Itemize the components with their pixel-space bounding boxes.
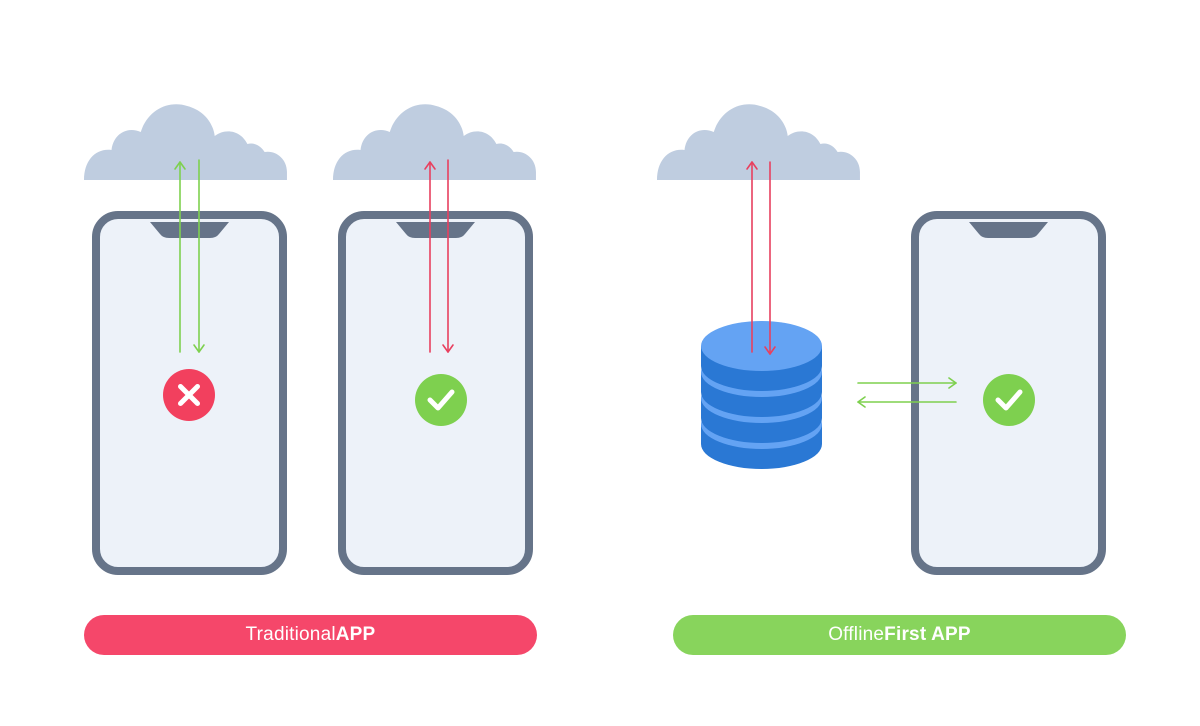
cloud-icon-3: [657, 104, 860, 180]
up-arrow-1: [174, 161, 186, 353]
offline-first-label-light: Offline: [828, 624, 885, 645]
offline-first-app-label: Offline First APP: [673, 615, 1126, 655]
close-icon: [163, 369, 215, 421]
sync-arrows-3: [746, 161, 776, 355]
sync-arrows-1: [174, 159, 205, 353]
down-arrow-1: [193, 159, 205, 353]
traditional-app-label: Traditional APP: [84, 615, 537, 655]
left-arrow: [857, 396, 957, 408]
offline-first-label-bold: First APP: [884, 624, 971, 645]
down-arrow-3: [764, 161, 776, 355]
sync-arrows-2: [424, 159, 454, 353]
local-sync-arrows: [857, 377, 957, 408]
checkmark-icon-2: [983, 374, 1035, 426]
up-arrow-2: [424, 161, 436, 353]
checkmark-icon-1: [415, 374, 467, 426]
right-arrow: [857, 377, 957, 389]
traditional-label-light: Traditional: [245, 624, 336, 645]
database-icon: [701, 321, 822, 469]
up-arrow-3: [746, 161, 758, 353]
traditional-label-bold: APP: [335, 624, 376, 645]
down-arrow-2: [442, 159, 454, 353]
